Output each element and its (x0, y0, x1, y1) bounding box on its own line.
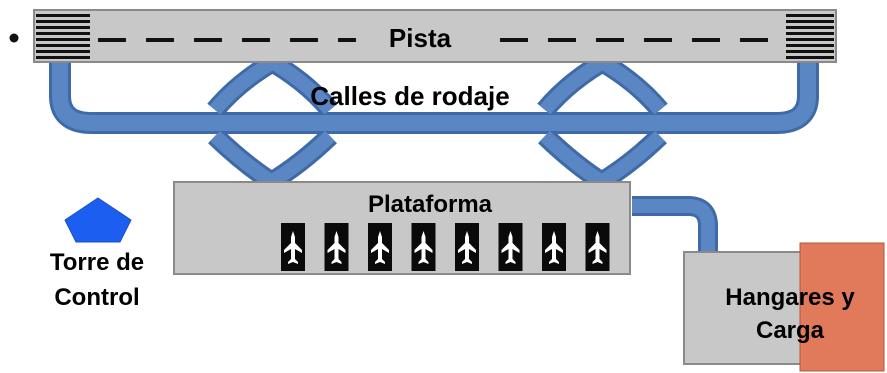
runway: Pista (9, 9, 837, 63)
hangar-taxiway (632, 196, 718, 252)
control-tower: Torre de Control (50, 197, 144, 311)
aircraft-stand (324, 223, 349, 271)
apron: Plataforma (173, 181, 631, 275)
airplane-icon (371, 231, 389, 264)
hangars-label-line1: Hangares y (725, 284, 855, 311)
runway-centerline (98, 38, 768, 42)
aircraft-stand (498, 223, 523, 271)
cargo-area (799, 242, 885, 372)
airplane-icon (284, 231, 302, 264)
apron-label: Plataforma (368, 191, 493, 218)
airplane-icon (414, 231, 433, 264)
aircraft-stand (455, 223, 479, 271)
aircraft-stand (368, 223, 392, 271)
hangar-area (683, 251, 803, 365)
runway-threshold-right (786, 14, 834, 59)
pentagon-icon (64, 197, 132, 243)
dot-icon (9, 33, 19, 43)
airplane-icon (588, 231, 607, 264)
aircraft-stands (281, 223, 610, 271)
airplane-icon (545, 231, 563, 264)
tower-label-line1: Torre de (50, 249, 144, 276)
taxiways-label: Calles de rodaje (310, 81, 509, 111)
aircraft-stand (411, 223, 436, 271)
runway-label: Pista (389, 23, 452, 53)
taxiways-fill (52, 51, 816, 191)
airplane-icon (458, 231, 476, 264)
hangars-label-line2: Carga (756, 317, 825, 344)
airplane-icon (501, 231, 520, 264)
aircraft-stand (542, 223, 566, 271)
runway-strip (33, 9, 837, 63)
runway-threshold-left (36, 14, 90, 59)
hangars-cargo: Hangares y Carga (683, 242, 885, 372)
aircraft-stand (585, 223, 610, 271)
tower-label-line2: Control (54, 284, 139, 311)
airplane-icon (327, 231, 346, 264)
aircraft-stand (281, 223, 305, 271)
